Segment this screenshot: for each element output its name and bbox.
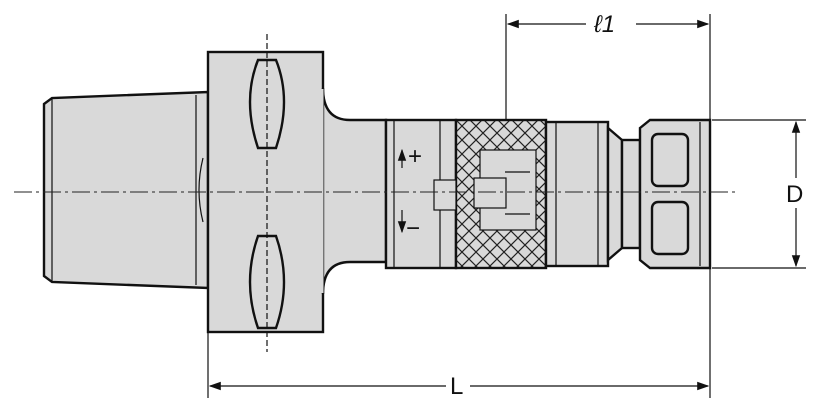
- nose-slot-bottom: [650, 200, 690, 256]
- plus-label: +: [408, 143, 422, 170]
- adjust-key: [433, 179, 457, 211]
- nose-slot-top: [650, 132, 690, 188]
- nose-neck: [620, 138, 642, 250]
- l-label: L: [450, 373, 463, 400]
- taper-shank: [42, 90, 210, 290]
- adjust-screw-head: [473, 177, 507, 209]
- neck: [321, 87, 388, 295]
- minus-label: −: [406, 215, 420, 242]
- collar: [544, 120, 610, 268]
- collar-chamfer: [606, 125, 624, 263]
- l1-label: ℓ1: [593, 11, 615, 38]
- taper-arc: [198, 157, 204, 223]
- drive-slot-top: [248, 58, 286, 150]
- d-label: D: [786, 181, 803, 208]
